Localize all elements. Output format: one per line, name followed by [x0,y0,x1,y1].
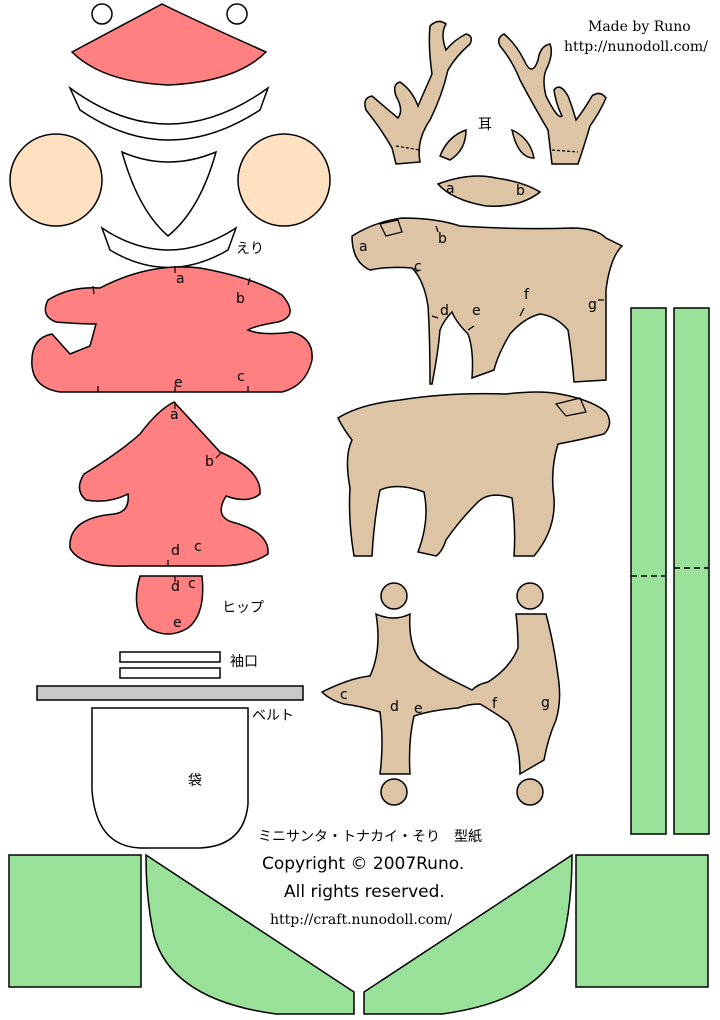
santa-parts [9,3,331,849]
made-by-label: Made by Runo [588,19,691,35]
site-url-label: http://nunodoll.com/ [564,39,708,55]
sleigh-side-right [363,853,573,1015]
marker-f: f [492,696,497,712]
sleigh-runner-right [673,307,710,835]
face-circle-right [237,133,331,227]
marker-a: a [446,181,455,197]
sleigh-square-right [575,854,709,988]
hip-piece [135,575,204,635]
marker-d: d [171,579,180,595]
cuff-strip-2 [119,667,221,679]
marker-e: e [173,615,182,631]
bag-label: 袋 [188,773,202,789]
marker-b: b [516,183,525,199]
beard-piece [120,150,218,237]
sleigh-side-left [145,853,355,1015]
cuff-strip-1 [119,651,221,663]
reindeer-body-piece-upper [351,217,624,385]
marker-a: a [359,239,368,255]
marker-d: d [171,543,180,559]
head-gusset-piece [436,175,542,207]
face-circle-left [9,133,103,227]
marker-g: g [588,297,597,313]
reindeer-belly-piece [320,612,561,776]
hat-pompom-right [226,3,248,25]
marker-a: a [170,407,179,423]
ear-left-piece [439,128,467,161]
pattern-title: ミニサンタ・トナカイ・そり 型紙 [258,829,482,845]
collar-piece [100,226,238,269]
marker-g: g [541,695,550,711]
hat-pompom-left [91,3,113,25]
marker-e: e [414,701,423,717]
bag-piece [91,707,249,849]
belly-pad-4 [516,778,544,806]
marker-c: c [194,539,202,555]
sleigh-runner-left [630,307,667,835]
hip-label: ヒップ [222,600,264,616]
marker-b: b [438,231,447,247]
cuff-label: 袖口 [230,654,258,670]
santa-hat-piece [70,3,268,86]
craft-url-text: http://craft.nunodoll.com/ [270,912,453,928]
belt-label: ベルト [252,708,294,724]
hat-brim-piece [68,85,270,141]
santa-jacket-piece [31,266,313,393]
santa-pants-piece [69,401,269,567]
marker-d: d [440,303,449,319]
marker-f: f [524,287,529,303]
marker-a: a [176,271,185,287]
collar-label: えり [236,241,264,257]
belly-pad-2 [516,582,544,610]
marker-b: b [205,454,214,470]
marker-e: e [174,375,183,391]
marker-c: c [414,259,422,275]
marker-d: d [390,699,399,715]
antler-right-piece [497,33,607,165]
marker-e: e [472,303,481,319]
marker-b: b [236,291,245,307]
reindeer-body-piece-lower [337,391,611,557]
marker-c: c [237,369,245,385]
sleigh-square-left [8,854,142,988]
notch-marks [92,145,604,582]
ear-right-piece [510,128,535,159]
rights-text: All rights reserved. [284,882,445,902]
antler-left-piece [364,20,473,165]
belt-strip [36,685,304,701]
marker-c: c [188,576,196,592]
copyright-text: Copyright © 2007Runo. [262,854,465,874]
sleigh-parts [8,307,710,1015]
belly-pad-3 [380,778,408,806]
ear-label: 耳 [478,117,492,133]
marker-c: c [340,687,348,703]
reindeer-parts [320,20,624,806]
belly-pad-1 [380,582,408,610]
